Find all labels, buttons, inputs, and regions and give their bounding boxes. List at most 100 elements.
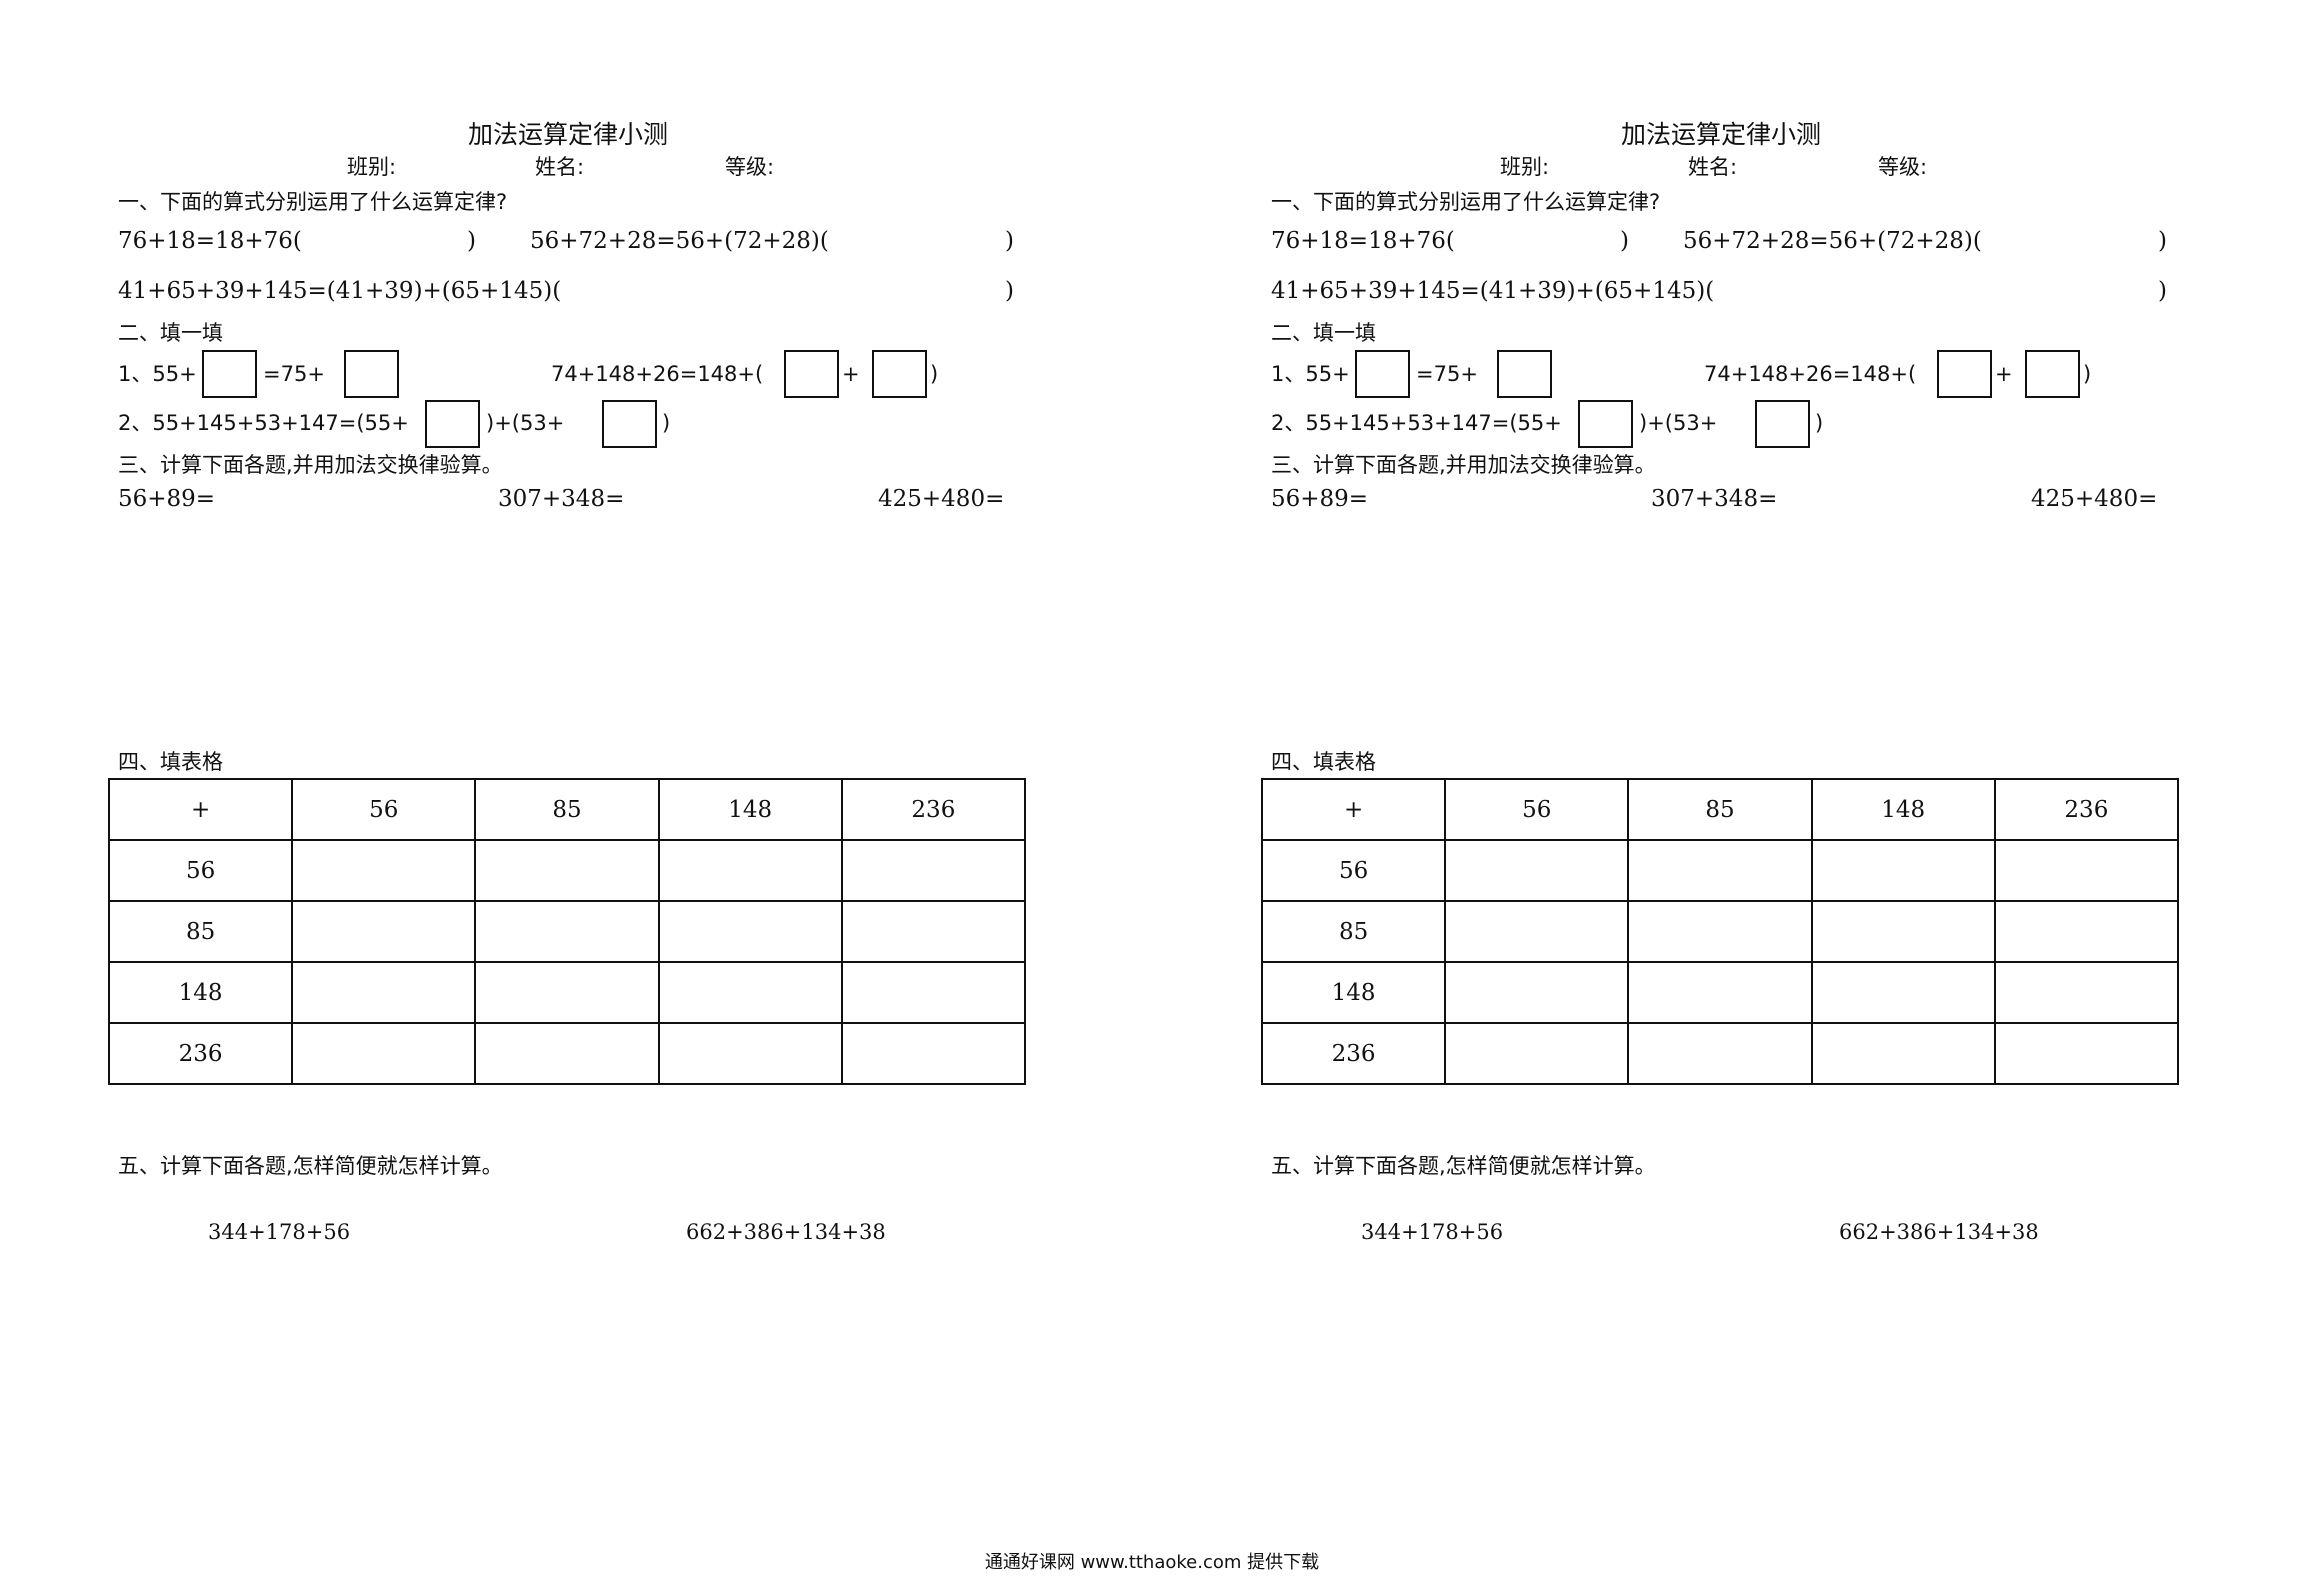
table-cell[interactable] <box>1810 961 1996 1024</box>
table-cell[interactable] <box>1627 1022 1813 1085</box>
section2-q1-a: 1、55+ <box>1271 362 1350 386</box>
section3-item: 425+480= <box>2031 486 2158 512</box>
section2-heading: 二、填一填 <box>118 321 223 345</box>
table-cell[interactable] <box>1444 839 1630 902</box>
worksheet-left: 加法运算定律小测 班别: 姓名: 等级: 一、下面的算式分别运用了什么运算定律?… <box>107 120 1027 1244</box>
table-cell[interactable] <box>840 1022 1027 1085</box>
table-cell[interactable] <box>657 839 843 902</box>
table-col-header: 56 <box>291 778 477 841</box>
answer-box[interactable] <box>2025 350 2080 398</box>
section4-heading: 四、填表格 <box>118 750 223 774</box>
section2-q2-close: ) <box>662 411 671 435</box>
grade-field-label: 等级: <box>725 155 775 179</box>
table-cell[interactable] <box>1993 839 2180 902</box>
table-cell[interactable] <box>474 1022 660 1085</box>
table-cell[interactable] <box>1444 1022 1630 1085</box>
section5-item: 662+386+134+38 <box>686 1220 886 1244</box>
table-col-header: 236 <box>840 778 1027 841</box>
table-cell[interactable] <box>291 900 477 963</box>
answer-box[interactable] <box>344 350 399 398</box>
section3-heading: 三、计算下面各题,并用加法交换律验算。 <box>118 453 503 477</box>
worksheet-title: 加法运算定律小测 <box>468 120 669 149</box>
worksheet-title: 加法运算定律小测 <box>1621 120 1822 149</box>
answer-box[interactable] <box>872 350 927 398</box>
table-cell[interactable] <box>840 900 1027 963</box>
section1-eq1-close: ) <box>1620 228 1629 254</box>
table-cell[interactable] <box>657 961 843 1024</box>
table-corner: + <box>1260 778 1447 841</box>
class-field-label: 班别: <box>347 155 397 179</box>
table-cell[interactable] <box>1810 1022 1996 1085</box>
table-cell[interactable] <box>1993 900 2180 963</box>
answer-box[interactable] <box>784 350 839 398</box>
section2-q2-a: 2、55+145+53+147=(55+ <box>118 411 409 435</box>
section2-q1-close: ) <box>930 362 939 386</box>
section3-item: 56+89= <box>118 486 216 512</box>
footer-credit: 通通好课网 www.tthaoke.com 提供下载 <box>984 1552 1320 1573</box>
table-row-header: 56 <box>1260 839 1447 902</box>
table-row-header: 85 <box>1260 900 1447 963</box>
table-cell[interactable] <box>291 1022 477 1085</box>
table-cell[interactable] <box>474 961 660 1024</box>
table-cell[interactable] <box>474 839 660 902</box>
answer-box[interactable] <box>1578 400 1633 448</box>
section3-item: 56+89= <box>1271 486 1369 512</box>
table-cell[interactable] <box>657 900 843 963</box>
name-field-label: 姓名: <box>1688 155 1738 179</box>
table-cell[interactable] <box>1627 900 1813 963</box>
addition-table: + 56 85 148 236 56 85 148 236 <box>107 778 1027 1085</box>
answer-box[interactable] <box>1755 400 1810 448</box>
table-cell[interactable] <box>1444 961 1630 1024</box>
answer-box[interactable] <box>425 400 480 448</box>
section2-q1-plus: + <box>842 362 860 386</box>
addition-table: + 56 85 148 236 56 85 148 236 <box>1260 778 2180 1085</box>
table-cell[interactable] <box>1810 839 1996 902</box>
answer-box[interactable] <box>602 400 657 448</box>
answer-box[interactable] <box>202 350 257 398</box>
section1-heading: 一、下面的算式分别运用了什么运算定律? <box>118 190 508 214</box>
table-cell[interactable] <box>291 839 477 902</box>
table-cell[interactable] <box>291 961 477 1024</box>
section2-q1-b: =75+ <box>1416 362 1478 386</box>
table-cell[interactable] <box>474 900 660 963</box>
table-cell[interactable] <box>1627 839 1813 902</box>
section1-heading: 一、下面的算式分别运用了什么运算定律? <box>1271 190 1661 214</box>
section1-eq2: 56+72+28=56+(72+28)( <box>1683 228 1982 254</box>
section3-item: 425+480= <box>878 486 1005 512</box>
section1-eq3-close: ) <box>1005 278 1014 304</box>
table-cell[interactable] <box>1993 1022 2180 1085</box>
section1-eq1-close: ) <box>467 228 476 254</box>
section3-item: 307+348= <box>498 486 625 512</box>
table-cell[interactable] <box>1993 961 2180 1024</box>
table-col-header: 236 <box>1993 778 2180 841</box>
table-col-header: 148 <box>657 778 843 841</box>
table-cell[interactable] <box>840 961 1027 1024</box>
table-cell[interactable] <box>1444 900 1630 963</box>
table-row-header: 148 <box>1260 961 1447 1024</box>
section2-q2-b: )+(53+ <box>1639 411 1718 435</box>
grade-field-label: 等级: <box>1878 155 1928 179</box>
table-row-header: 56 <box>107 839 294 902</box>
section5-item: 662+386+134+38 <box>1839 1220 2039 1244</box>
table-row-header: 85 <box>107 900 294 963</box>
section5-heading: 五、计算下面各题,怎样简便就怎样计算。 <box>118 1154 503 1178</box>
answer-box[interactable] <box>1937 350 1992 398</box>
table-cell[interactable] <box>840 839 1027 902</box>
answer-box[interactable] <box>1497 350 1552 398</box>
section4-heading: 四、填表格 <box>1271 750 1376 774</box>
table-cell[interactable] <box>1810 900 1996 963</box>
section5-item: 344+178+56 <box>208 1220 351 1244</box>
section1-eq3-close: ) <box>2158 278 2167 304</box>
table-cell[interactable] <box>1627 961 1813 1024</box>
name-field-label: 姓名: <box>535 155 585 179</box>
table-cell[interactable] <box>657 1022 843 1085</box>
table-col-header: 85 <box>474 778 660 841</box>
section1-eq3: 41+65+39+145=(41+39)+(65+145)( <box>1271 278 1715 304</box>
section1-eq2-close: ) <box>1005 228 1014 254</box>
section2-q1-b: =75+ <box>263 362 325 386</box>
section2-q1-c: 74+148+26=148+( <box>1704 362 1917 386</box>
answer-box[interactable] <box>1355 350 1410 398</box>
section1-eq1: 76+18=18+76( <box>118 228 302 254</box>
table-row-header: 236 <box>1260 1022 1447 1085</box>
class-field-label: 班别: <box>1500 155 1550 179</box>
